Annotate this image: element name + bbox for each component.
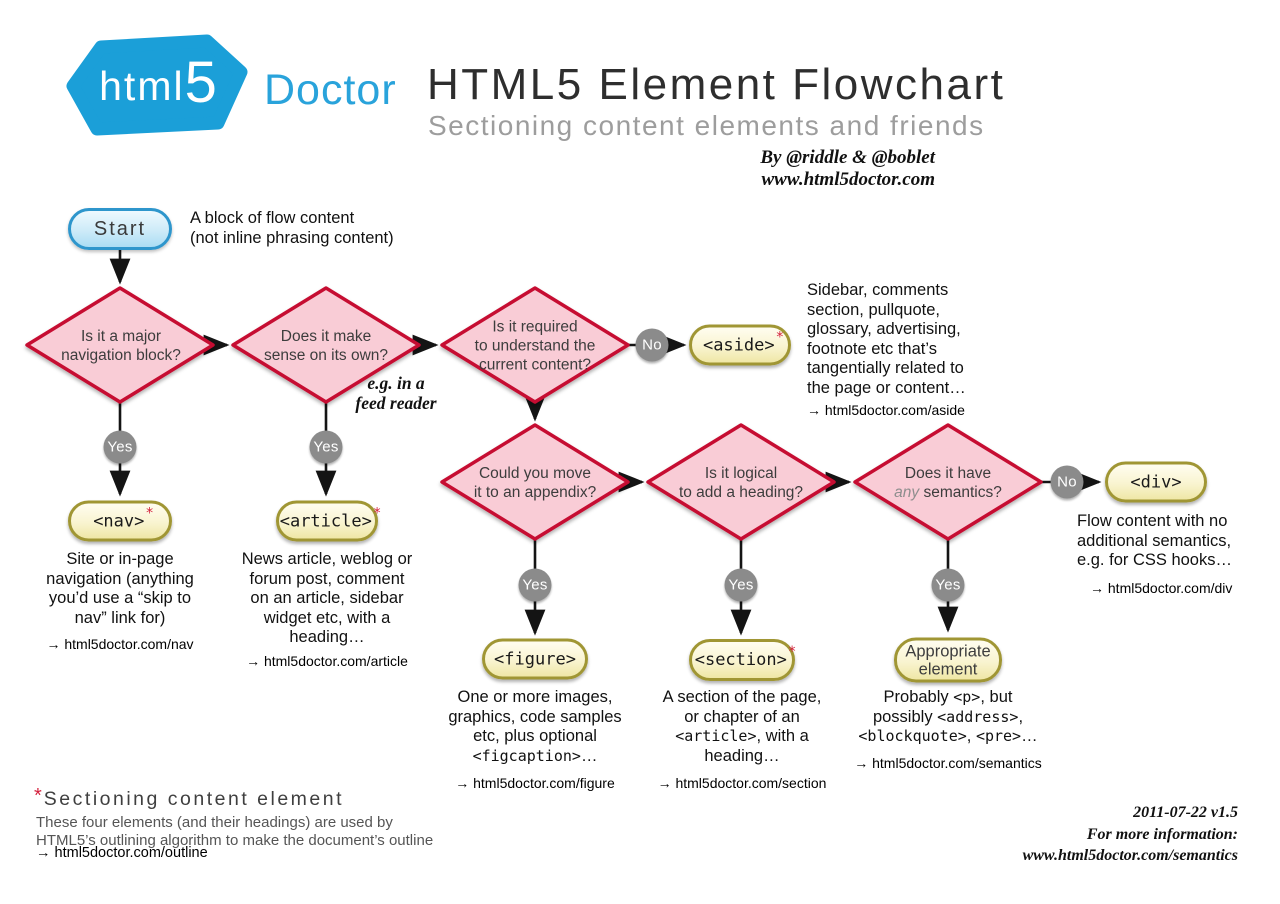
aside-reference-link: → html5doctor.com/aside (807, 402, 965, 418)
start-label: Start (93, 217, 147, 240)
start-node: Start (68, 208, 172, 250)
nav-reference-link: → html5doctor.com/nav (46, 636, 194, 652)
article-code: <article> (675, 727, 757, 745)
no-badge-aside: No (635, 328, 669, 362)
appropriate-element-node: Appropriate element (894, 637, 1002, 683)
decision-diamond-shape (25, 286, 215, 404)
logo-doctor-text: Doctor (264, 66, 397, 114)
nav-tag: <nav> (93, 511, 145, 531)
figcaption-code: <figcaption> (472, 746, 581, 765)
more-info-label: For more information: (1086, 825, 1238, 843)
sectioning-star: * (145, 505, 154, 521)
div-description: Flow content with no additional semantic… (1077, 512, 1232, 569)
aside-tag: <aside> (702, 335, 775, 355)
figure-tag: <figure> (494, 649, 576, 669)
section-tag: <section> (694, 650, 787, 670)
yes-badge-section: Yes (724, 568, 758, 602)
decision-appendix-question: Could you move it to an appendix? (473, 465, 597, 501)
page-title: HTML5 Element Flowchart (427, 60, 1006, 109)
article-element-node: <article>* (276, 500, 382, 542)
decision-diamond-shape (440, 286, 630, 404)
semantics-question-line1: Does it have (904, 465, 992, 482)
aside-description: Sidebar, comments section, pullquote, gl… (807, 281, 966, 397)
decision-diamond-shape (440, 423, 630, 541)
nav-description: Site or in-page navigation (anything you… (46, 550, 194, 627)
no-badge-div: No (1050, 465, 1084, 499)
nav-element-node: <nav>* (68, 500, 172, 542)
yes-badge-appropriate: Yes (931, 568, 965, 602)
decision-diamond-shape (231, 286, 421, 404)
yes-badge-nav: Yes (103, 430, 137, 464)
decision-semantics-question: Does it have any semantics? (858, 464, 1038, 502)
section-reference-link: → html5doctor.com/section (657, 775, 827, 791)
semantics-question-line2: any semantics? (894, 484, 1002, 501)
footer-legend-body: These four elements (and their headings)… (36, 814, 434, 849)
figure-reference-link: → html5doctor.com/figure (455, 775, 615, 791)
yes-badge-figure: Yes (518, 568, 552, 602)
pre-code: <pre> (975, 727, 1022, 745)
legend-star: * (34, 785, 42, 807)
decision-diamond-shape (853, 423, 1043, 541)
article-tag: <article> (279, 511, 372, 531)
page-subtitle: Sectioning content elements and friends (428, 110, 985, 141)
decision-diamond-shape (646, 423, 836, 541)
div-reference-link: → html5doctor.com/div (1090, 580, 1233, 596)
appropriate-description: Probably <p>, but possibly <address>, <b… (858, 688, 1038, 745)
any-word: any (894, 484, 920, 501)
sectioning-star: * (787, 644, 797, 660)
figure-description: One or more images, graphics, code sampl… (448, 688, 622, 765)
footer-legend-title: *Sectioning content element (34, 785, 345, 810)
logo-html-text: html (99, 63, 185, 109)
byline-site: www.html5doctor.com (761, 168, 936, 190)
footer-version-info: 2011-07-22 v1.5 For more information: ww… (1023, 802, 1238, 867)
yes-badge-article: Yes (309, 430, 343, 464)
section-element-node: <section>* (689, 639, 797, 681)
version-date: 2011-07-22 v1.5 (1133, 804, 1238, 821)
sectioning-star: * (372, 505, 382, 521)
feed-reader-annotation: e.g. in a feed reader (355, 373, 437, 413)
div-tag: <div> (1130, 472, 1182, 492)
outline-reference-link: → html5doctor.com/outline (36, 845, 208, 861)
address-code: <address> (937, 707, 1019, 726)
sectioning-star: * (775, 329, 785, 345)
start-note: A block of flow content (not inline phra… (190, 209, 394, 247)
article-description: News article, weblog or forum post, comm… (241, 550, 413, 646)
byline-authors: By @riddle & @boblet (760, 147, 935, 168)
decision-nav-question: Is it a major navigation block? (61, 328, 181, 364)
div-element-node: <div> (1105, 461, 1207, 503)
semantics-reference-link: → html5doctor.com/semantics (854, 755, 1042, 771)
article-reference-link: → html5doctor.com/article (246, 653, 408, 669)
html5doctor-logo-badge (66, 34, 248, 136)
logo-5-text: 5 (184, 50, 217, 115)
p-code: <p> (953, 688, 981, 706)
decision-heading-question: Is it logical to add a heading? (678, 465, 804, 501)
decision-required-question: Is it required to understand the current… (474, 318, 596, 374)
more-info-url: www.html5doctor.com/semantics (1022, 847, 1238, 864)
aside-element-node: <aside>* (689, 324, 791, 366)
byline: By @riddle & @boblet www.html5doctor.com (760, 147, 935, 190)
section-description: A section of the page, or chapter of an … (662, 688, 822, 765)
decision-own-question: Does it make sense on its own? (263, 328, 389, 364)
blockquote-code: <blockquote> (858, 727, 967, 745)
figure-element-node: <figure> (482, 638, 588, 680)
